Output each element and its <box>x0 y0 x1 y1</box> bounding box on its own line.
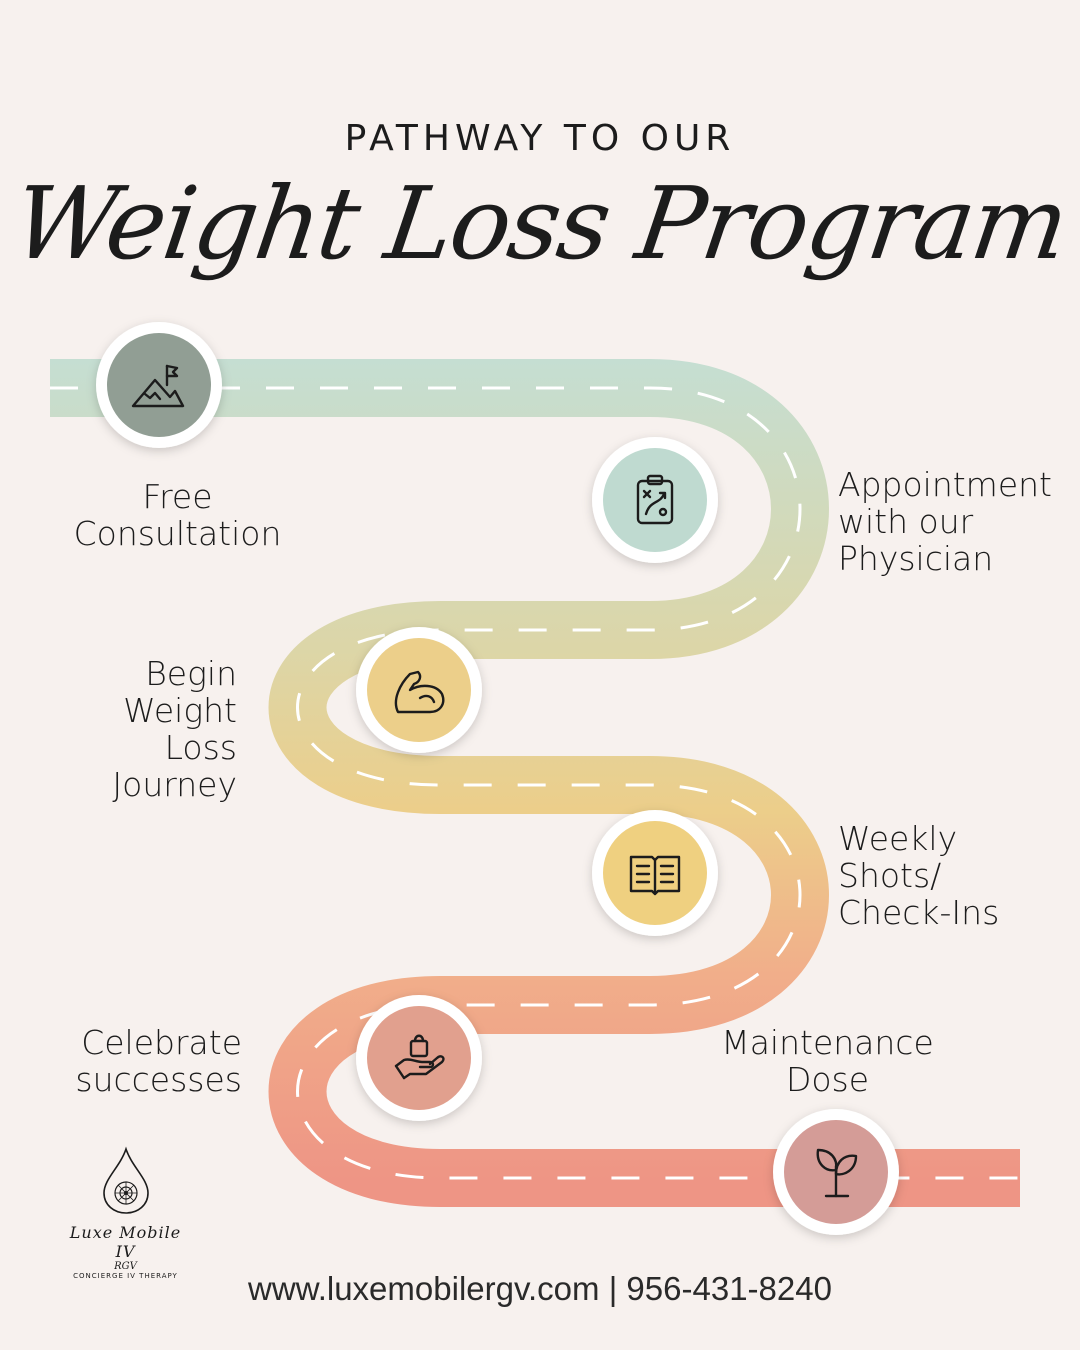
road-dash-line <box>50 386 1020 1180</box>
footer-contact[interactable]: www.luxemobilergv.com | 956-431-8240 <box>248 1270 832 1307</box>
logo-tagline: CONCIERGE IV THERAPY <box>73 1272 178 1280</box>
title-line-1: PATHWAY TO OUR <box>344 118 736 159</box>
step-circle-1 <box>96 322 222 448</box>
step-label-6: Maintenance Dose <box>721 1023 934 1099</box>
logo-sub1: RGV <box>114 1261 137 1272</box>
step-label-5: Celebrate successes <box>75 1023 242 1099</box>
step-label-4: Weekly Shots/ Check-Ins <box>838 819 1000 932</box>
step-circle-5 <box>356 995 482 1121</box>
brand-logo: Luxe Mobile IV RGV CONCIERGE IV THERAPY <box>58 1145 193 1280</box>
step-label-3: Begin Weight Loss Journey <box>112 654 237 804</box>
step-circle-3 <box>356 627 482 753</box>
mountain-flag-icon <box>131 364 185 408</box>
step-circle-6 <box>773 1109 899 1235</box>
flexed-arm-icon <box>394 670 445 714</box>
open-book-icon <box>629 855 681 896</box>
hand-gift-icon <box>394 1034 445 1080</box>
clipboard-plan-icon <box>636 474 674 525</box>
logo-name: Luxe Mobile IV <box>69 1223 182 1261</box>
sprout-icon <box>816 1148 858 1198</box>
step-circle-2 <box>592 437 718 563</box>
step-circle-4 <box>592 810 718 936</box>
droplet-mandala-icon <box>102 1146 149 1214</box>
step-label-2: Appointment with our Physician <box>838 465 1052 578</box>
step-label-1: Free Consultation <box>73 477 282 553</box>
